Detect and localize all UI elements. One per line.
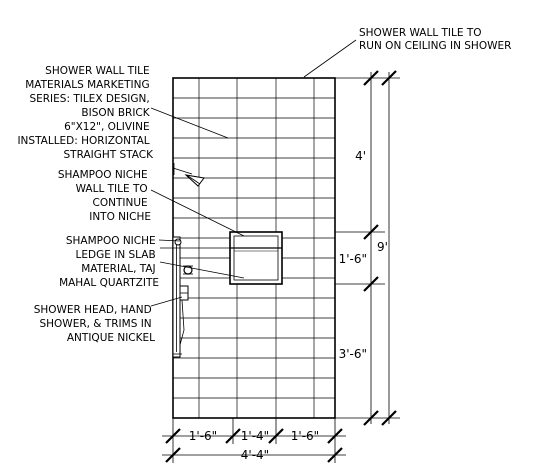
note-line: SHOWER, & TRIMS IN: [39, 318, 151, 330]
note-line: WALL TILE TO: [76, 183, 148, 195]
dim-overall-width: 4'-4": [241, 448, 269, 462]
note-niche-tile: SHAMPOO NICHE WALL TILE TO CONTINUE INTO…: [58, 169, 151, 223]
note-line: MATERIAL, TAJ: [81, 263, 155, 275]
note-fixtures: SHOWER HEAD, HAND SHOWER, & TRIMS IN ANT…: [34, 304, 155, 344]
dim-niche-height: 1'-6": [339, 252, 367, 266]
note-line: INTO NICHE: [89, 211, 151, 223]
vertical-dimensions: [335, 70, 400, 426]
note-line: MATERIALS MARKETING: [25, 79, 149, 91]
note-line: CONTINUE: [93, 197, 148, 209]
note-line: SERIES: TILEX DESIGN,: [29, 93, 149, 105]
note-line: SHOWER WALL TILE TO: [359, 27, 482, 39]
note-line: MAHAL QUARTZITE: [59, 277, 159, 289]
note-line: ANTIQUE NICKEL: [67, 332, 155, 344]
hand-shower-icon: [172, 236, 193, 358]
note-line: SHOWER HEAD, HAND: [34, 304, 152, 316]
note-line: 6"X12", OLIVINE: [64, 121, 150, 133]
shampoo-niche: [229, 231, 283, 285]
note-ceiling-tile: SHOWER WALL TILE TO RUN ON CEILING IN SH…: [359, 27, 511, 52]
dim-overall-height: 9': [377, 240, 388, 254]
note-line: STRAIGHT STACK: [64, 149, 155, 161]
dim-left-width: 1'-6": [189, 429, 217, 443]
note-line: BISON BRICK: [81, 107, 150, 119]
note-line: SHAMPOO NICHE: [66, 235, 156, 247]
note-wall-tile: SHOWER WALL TILE MATERIALS MARKETING SER…: [17, 65, 154, 161]
note-niche-ledge: SHAMPOO NICHE LEDGE IN SLAB MATERIAL, TA…: [59, 235, 159, 289]
dim-middle-width: 1'-4": [241, 429, 269, 443]
dim-lower-height: 3'-6": [339, 347, 367, 361]
note-line: INSTALLED: HORIZONTAL: [17, 135, 149, 147]
note-line: SHOWER WALL TILE: [45, 65, 150, 77]
horizontal-dimensions: [162, 418, 346, 463]
shower-head-icon: [172, 163, 205, 187]
dim-right-width: 1'-6": [291, 429, 319, 443]
leader-lines: [150, 39, 357, 307]
note-line: RUN ON CEILING IN SHOWER: [359, 40, 511, 52]
dim-upper-height: 4': [355, 149, 366, 163]
note-line: SHAMPOO NICHE: [58, 169, 148, 181]
note-line: LEDGE IN SLAB: [76, 249, 156, 261]
